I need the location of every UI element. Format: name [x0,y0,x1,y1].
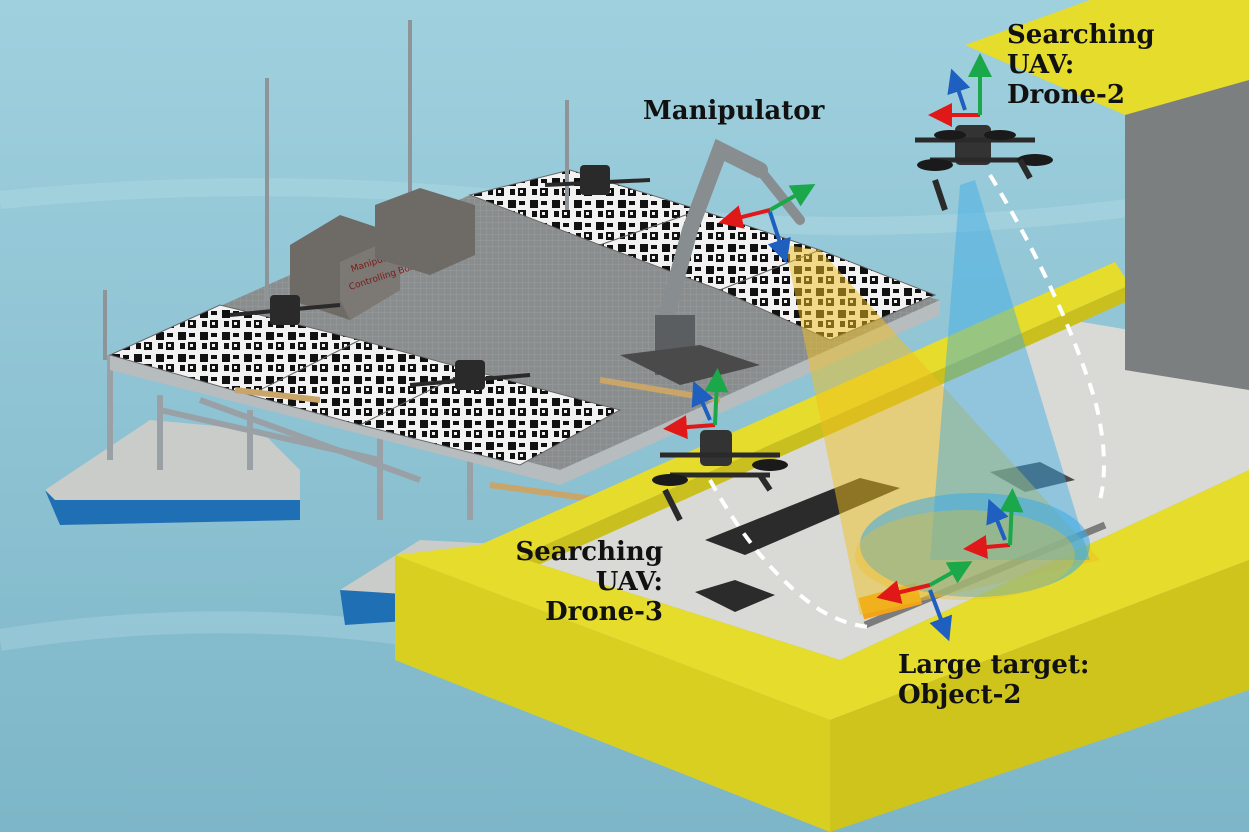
target-label: Large target: Object-2 [898,650,1089,710]
target-label-line-2: Object-2 [898,680,1022,710]
catamaran-platform: Manipulator Controlling Box [45,20,940,625]
target-label-line-1: Large target: [898,650,1090,680]
building [1125,80,1249,390]
manipulator-arm [620,138,805,385]
drone-2-label-line-1: Searching [1007,20,1155,50]
landing-pad [358,369,622,466]
floor-block [695,580,775,612]
hull-left [45,420,300,525]
hull-left-bottom [45,490,300,525]
drone-2-label: Searching UAV: Drone-2 [1007,20,1155,110]
drone-2-label-line-2: UAV: [1007,50,1075,80]
drone-3-label-line-3: Drone-3 [545,597,663,627]
parked-drone-arms [229,178,651,387]
drone-2-label-line-3: Drone-2 [1007,80,1125,110]
drone-3-label-line-1: Searching [515,537,663,567]
drone-3-label: Searching UAV: Drone-3 [505,537,663,627]
frame-target-b [876,561,973,642]
arena-near-wall [395,470,1249,720]
frame-drone-3 [663,368,729,440]
control-box [375,188,475,275]
drone-3-label-line-2: UAV: [595,567,663,597]
blue-camera-cone [930,180,1090,560]
yellow-footprint [855,510,1075,600]
flight-path [708,479,871,629]
manipulator-label-text: Manipulator [643,96,825,126]
drone-3 [652,430,788,522]
antennas [103,20,569,360]
drone-2 [915,125,1053,211]
building-roof [965,0,1249,115]
flight-path [988,173,1106,501]
arena-far-wall [480,262,1130,565]
arena-near-wall-side [830,560,1249,832]
arena-far-wall-inner [500,285,1130,580]
frame-target-a [963,488,1024,559]
arena-near-wall-front [395,555,830,832]
frame-manipulator [718,184,816,264]
frame-drone-2 [928,53,992,127]
manipulator-label: Manipulator [643,96,824,126]
